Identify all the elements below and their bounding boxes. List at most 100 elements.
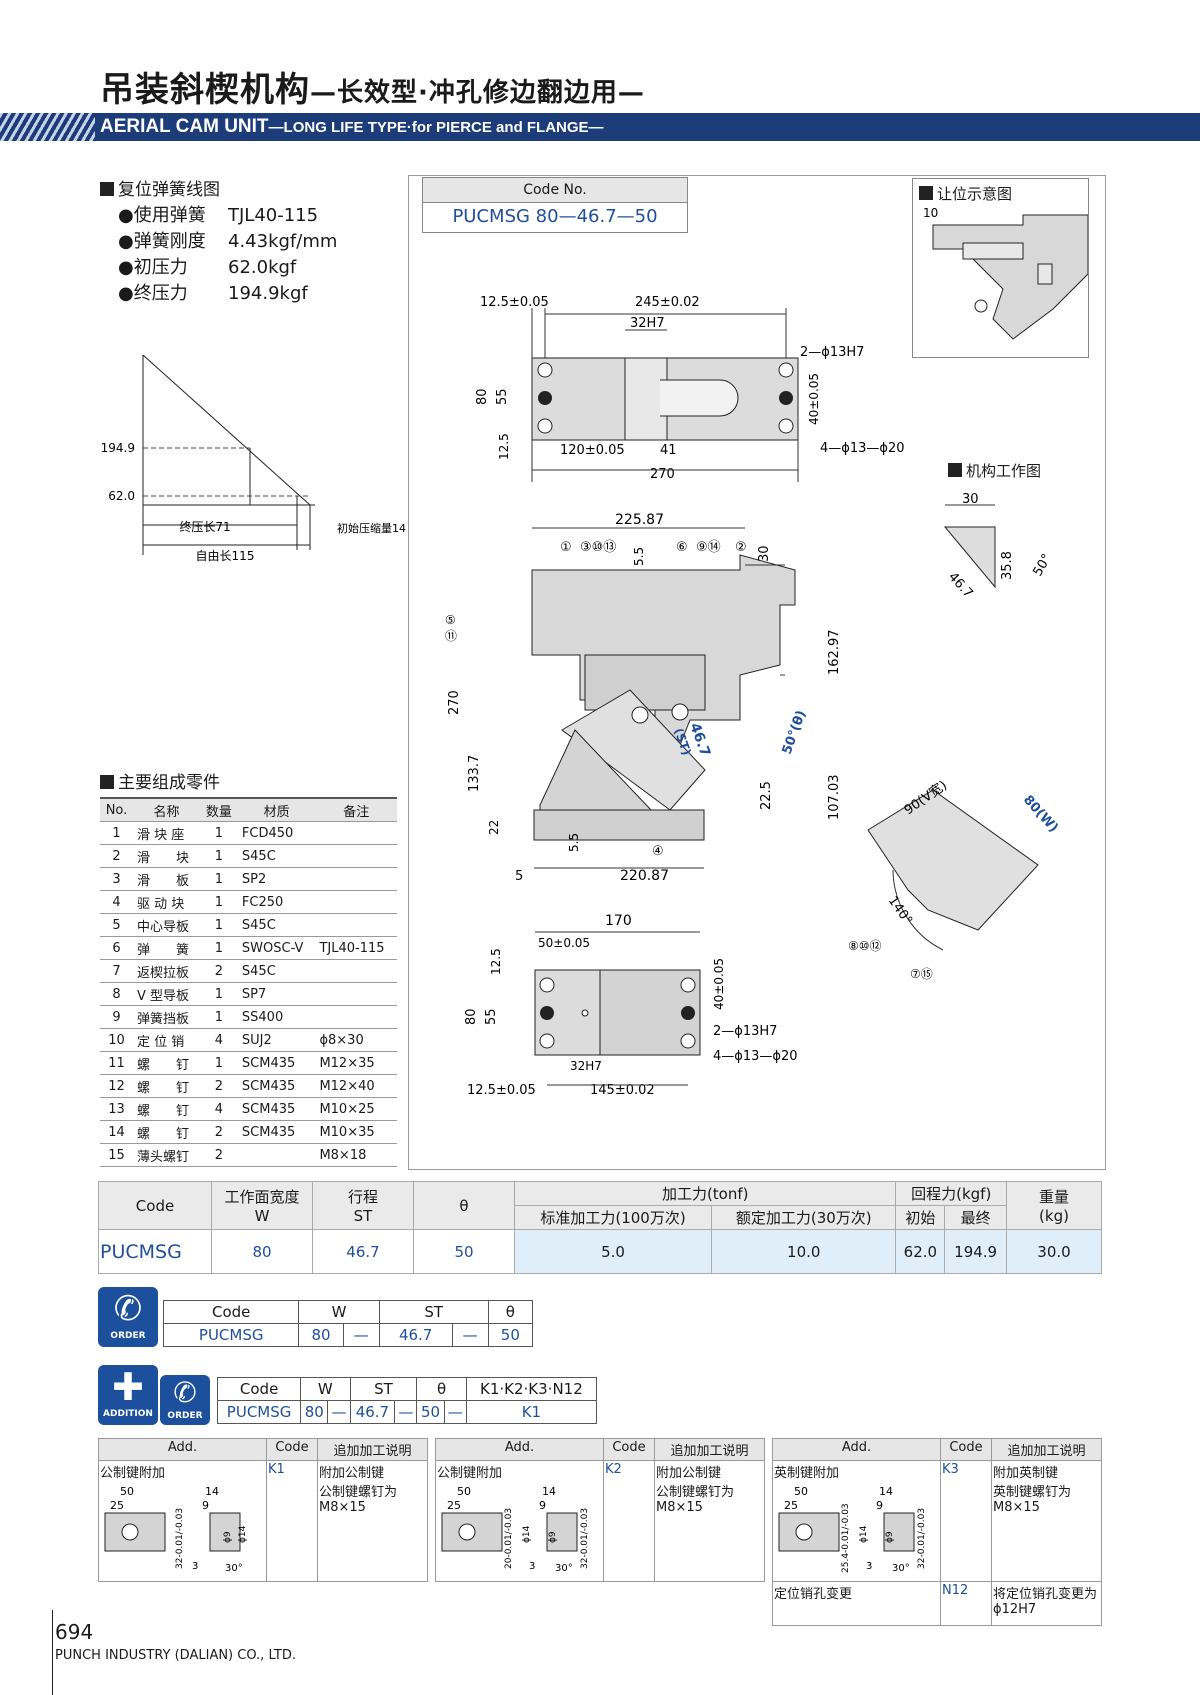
spec-h-force: 加工力(tonf) xyxy=(513,1181,897,1206)
work-w80: 80(W) xyxy=(1020,793,1061,836)
code-no-value: PUCMSG 80—46.7—50 xyxy=(452,206,658,227)
bv-d170: 170 xyxy=(605,913,632,929)
tv-d32: 32H7 xyxy=(630,316,665,331)
tv-d125: 12.5±0.05 xyxy=(480,295,549,310)
footer-rule xyxy=(52,1610,53,1695)
tv-d125b: 12.5 xyxy=(497,433,511,460)
tv-d120: 120±0.05 xyxy=(560,443,625,458)
tv-d40: 40±0.05 xyxy=(807,373,821,425)
tv-d245: 245±0.02 xyxy=(635,295,700,310)
fv-ang: 50°(θ) xyxy=(780,709,810,757)
k2-sketch: 50 25 14 9 20-0.01/-0.03 ϕ14 ϕ9 32-0.01/… xyxy=(441,1485,590,1574)
bottom-view-drawing: 170 50±0.05 80 55 12.5 40±0.05 2—ϕ13H7 4… xyxy=(464,913,798,1098)
work-heading: 机构工作图 xyxy=(948,460,1041,481)
bv-h1: 2—ϕ13H7 xyxy=(713,1024,777,1039)
spring-graph: 194.9 62.0 终压长71 初始压缩量14 自由长115 xyxy=(101,354,406,563)
fv-c9: ⑨⑭ xyxy=(696,540,721,555)
fv-d5: 5 xyxy=(515,869,523,884)
work-d30: 30 xyxy=(962,492,979,507)
company-name: PUNCH INDUSTRY (DALIAN) CO., LTD. xyxy=(55,1648,296,1663)
fv-d22587: 225.87 xyxy=(615,512,664,528)
bv-d55: 55 xyxy=(484,1008,499,1025)
tv-d41: 41 xyxy=(660,443,677,458)
spec-h-ret: 回程力(kgf) xyxy=(895,1181,1007,1206)
svg-text:30°: 30° xyxy=(225,1563,243,1574)
svg-text:50: 50 xyxy=(794,1485,808,1498)
svg-text:30°: 30° xyxy=(555,1563,573,1574)
svg-text:9: 9 xyxy=(202,1499,209,1512)
svg-text:20-0.01/-0.03: 20-0.01/-0.03 xyxy=(504,1508,514,1569)
svg-text:3: 3 xyxy=(529,1561,535,1572)
svg-text:ϕ14: ϕ14 xyxy=(238,1525,248,1543)
title-band xyxy=(0,113,1200,141)
svg-text:14: 14 xyxy=(542,1485,556,1498)
english-title: AERIAL CAM UNIT—LONG LIFE TYPE·for PIERC… xyxy=(100,116,604,137)
code-no-label: Code No. xyxy=(423,178,687,203)
clearance-box: 让位示意图 10 xyxy=(912,178,1089,358)
parts-col-note: 备注 xyxy=(315,797,397,822)
bv-d145: 145±0.02 xyxy=(590,1083,655,1098)
bv-d50: 50±0.05 xyxy=(538,936,590,950)
bv-d80: 80 xyxy=(464,1008,479,1025)
fv-c2: ② xyxy=(735,540,747,555)
bv-d32: 32H7 xyxy=(570,1059,602,1073)
svg-text:ϕ14: ϕ14 xyxy=(522,1525,532,1543)
work-rotated-sketch: 90(V宽) 80(W) 140° ⑧⑩⑫ ⑦⑮ xyxy=(848,780,1061,981)
svg-text:9: 9 xyxy=(539,1499,546,1512)
spec-h-weight: 重量(kg) xyxy=(1006,1181,1102,1230)
k3-sketch: 50 25 14 9 25.4-0.01/-0.03 ϕ14 ϕ9 32-0.0… xyxy=(778,1485,927,1574)
order-icon: ✆ORDER xyxy=(98,1287,158,1347)
svg-text:30°: 30° xyxy=(892,1563,910,1574)
parts-col-material: 材质 xyxy=(237,797,316,822)
top-view-drawing: 12.5±0.05 245±0.02 32H7 2—ϕ13H7 80 55 40… xyxy=(475,295,905,482)
work-c2: ⑦⑮ xyxy=(910,967,933,981)
page-number: 694 xyxy=(55,1620,94,1644)
code-no-box: Code No. PUCMSG 80—46.7—50 xyxy=(422,177,688,233)
svg-text:50: 50 xyxy=(120,1485,134,1498)
graph-final-len: 终压长71 xyxy=(179,519,230,534)
fv-d16297: 162.97 xyxy=(827,630,842,676)
graph-y2: 62.0 xyxy=(108,489,135,503)
svg-text:14: 14 xyxy=(879,1485,893,1498)
parts-col-qty: 数量 xyxy=(199,797,238,822)
fv-d22: 22 xyxy=(487,820,501,835)
fv-c4: ④ xyxy=(652,844,664,859)
fv-d55b: 5.5 xyxy=(567,833,581,852)
tv-d80: 80 xyxy=(475,388,490,405)
clearance-sketch: 10 xyxy=(923,206,1088,340)
tv-h2: 4—ϕ13—ϕ20 xyxy=(820,441,905,456)
parts-col-name: 名称 xyxy=(133,797,200,822)
clearance-dim: 10 xyxy=(923,206,938,220)
bv-d125: 12.5 xyxy=(489,948,503,975)
k1-sketch: 50 25 14 9 32-0.01/-0.03 ϕ9 ϕ14 3 30° xyxy=(104,1485,248,1574)
addition-icon: ✚ADDITION xyxy=(98,1365,158,1425)
svg-text:ϕ9: ϕ9 xyxy=(548,1531,558,1543)
band-stripes xyxy=(0,113,95,141)
work-d358: 35.8 xyxy=(1000,551,1015,580)
order-icon-small: ✆ORDER xyxy=(160,1375,210,1425)
spec-h-code: Code xyxy=(98,1181,212,1230)
bv-d40: 40±0.05 xyxy=(712,958,726,1010)
clearance-heading: 让位示意图 xyxy=(919,183,1012,204)
fv-d30: 30 xyxy=(757,545,772,562)
fv-c11: ⑪ xyxy=(445,629,457,643)
spec-h-f1: 标准加工力(100万次) xyxy=(513,1205,713,1230)
fv-c6: ⑥ xyxy=(676,540,688,555)
bv-h2: 4—ϕ13—ϕ20 xyxy=(713,1049,798,1064)
